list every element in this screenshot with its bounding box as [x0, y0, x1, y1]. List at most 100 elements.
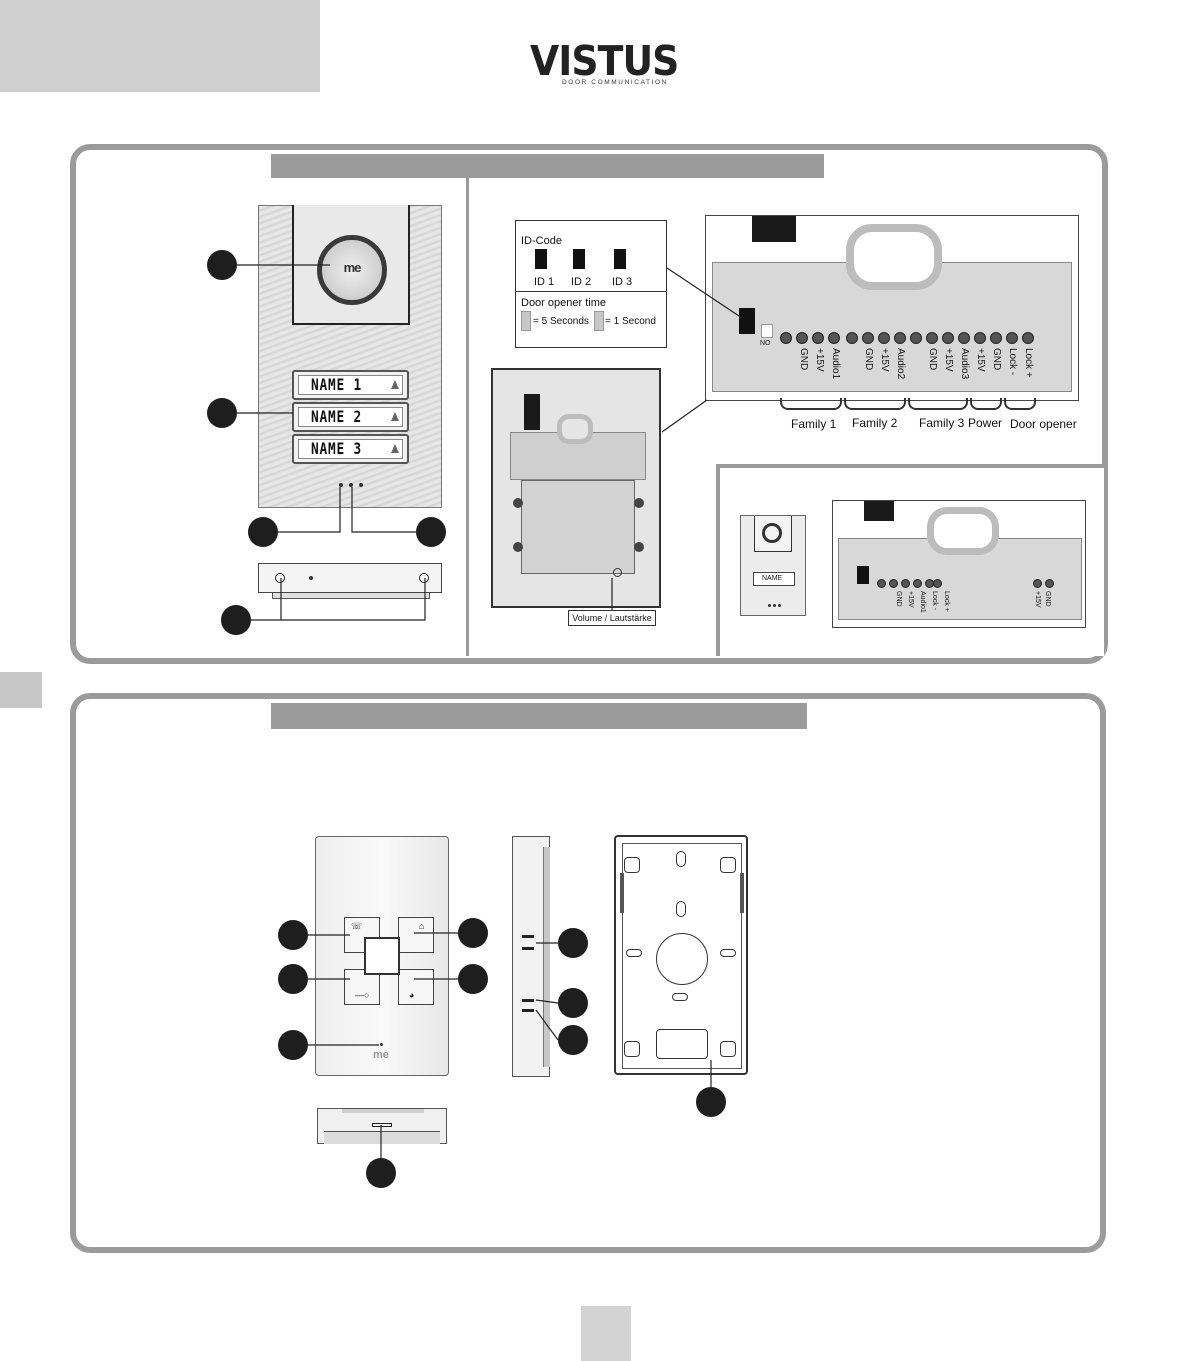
vistus-logo: VISTUS DOOR COMMUNICATION [530, 38, 679, 94]
terminal-screw [780, 332, 792, 344]
brace-family-2 [844, 398, 906, 410]
callout-mounting-plate [696, 1087, 726, 1117]
terminal-screw [862, 332, 874, 344]
terminal-opening [656, 1029, 708, 1059]
name-button-3[interactable]: NAME 3 [292, 434, 409, 464]
side-button-4[interactable] [522, 1009, 534, 1012]
bell-icon [391, 444, 399, 453]
terminal-board-detail: NO GND +15V Audio1 GND +15V Audio2 GND +… [705, 215, 1079, 401]
side-button-2[interactable] [522, 947, 534, 950]
terminal-screw [942, 332, 954, 344]
id-code-title: ID-Code [521, 235, 562, 247]
volume-knob-icon[interactable] [613, 568, 622, 577]
terminal-screw [990, 332, 1002, 344]
mount-slot-icon [720, 949, 736, 957]
screw-icon [513, 542, 523, 552]
microphone-slot [372, 1123, 392, 1127]
outdoor-back-plate [491, 368, 661, 608]
mini-terminal-board: GND +15V Audio1 Lock - Lock + GND +15V [832, 500, 1086, 628]
id-code-legend: ID-Code ID 1 ID 2 ID 3 Door opener time … [515, 220, 667, 348]
mini-led [778, 604, 781, 607]
plate-clip-right [740, 873, 744, 913]
panel1-title-bar [271, 154, 824, 178]
mini-name-button[interactable]: NAME [753, 572, 795, 586]
terminal-screw [974, 332, 986, 344]
group-family-1: Family 1 [791, 417, 837, 431]
bell-icon [391, 412, 399, 421]
mount-slot-icon [672, 993, 688, 1001]
screw-icon [419, 573, 429, 583]
id-3-label: ID 3 [612, 276, 633, 288]
callout-door-key [278, 964, 308, 994]
terminal-screw [901, 579, 910, 588]
terminal-screw [1045, 579, 1054, 588]
mini-led [773, 604, 776, 607]
indoor-brand-logo: me [373, 1049, 389, 1061]
light-key[interactable]: ◕ [398, 969, 434, 1005]
panel2-title-bar [271, 703, 807, 729]
switch-no-label: NO [760, 340, 771, 347]
mini-led [768, 604, 771, 607]
legend-divider [516, 291, 666, 292]
plate-electronics [521, 480, 635, 574]
name-button-1[interactable]: NAME 1 [292, 370, 409, 400]
camera-lens-icon [317, 235, 387, 305]
door-open-key[interactable]: —○ [344, 969, 380, 1005]
status-led-1 [339, 483, 343, 487]
mini-dip-switch[interactable] [857, 566, 869, 584]
side-button-1[interactable] [522, 935, 534, 938]
name-button-label: NAME 3 [311, 439, 363, 458]
group-power: Power [968, 416, 1003, 430]
bottom-top-edge [342, 1109, 424, 1113]
callout-led-right [416, 517, 446, 547]
terminal-screw [958, 332, 970, 344]
corner-header-tab [0, 0, 320, 92]
terminal-screw [910, 332, 922, 344]
terminal-screw [1006, 332, 1018, 344]
brace-family-1 [780, 398, 842, 410]
centre-key[interactable] [364, 937, 400, 975]
brace-family-3 [908, 398, 968, 410]
screw-icon [513, 498, 523, 508]
side-language-tab [0, 672, 42, 708]
side-edge [543, 847, 550, 1067]
dip-switch-icon [535, 249, 547, 269]
callout-side-2 [558, 988, 588, 1018]
group-family-2: Family 2 [852, 416, 898, 430]
logo-tagline: DOOR COMMUNICATION [562, 79, 668, 86]
mini-connector [864, 501, 894, 521]
status-led-3 [359, 483, 363, 487]
terminal-screw [894, 332, 906, 344]
terminal-screw [828, 332, 840, 344]
status-led-2 [349, 483, 353, 487]
screw-icon [275, 573, 285, 583]
home-icon: ⌂ [419, 921, 425, 931]
name-button-2[interactable]: NAME 2 [292, 402, 409, 432]
mount-hole-icon [624, 1041, 640, 1057]
camera-brand-logo: me [343, 260, 362, 275]
terminal-screw [889, 579, 898, 588]
mount-slot-icon [676, 851, 686, 867]
mini-camera-icon [762, 523, 782, 543]
mount-hole-icon [624, 857, 640, 873]
terminal-screw [926, 332, 938, 344]
terminal-screw [812, 332, 824, 344]
indoor-station-bottom-view [317, 1108, 447, 1144]
id-dip-switch[interactable] [739, 308, 755, 334]
callout-side-1 [558, 928, 588, 958]
screw-icon [634, 498, 644, 508]
door-time-switch[interactable] [761, 324, 773, 338]
bottom-base [324, 1131, 440, 1144]
indoor-station-front: ☏ ⌂ —○ ◕ me [315, 836, 449, 1076]
indoor-status-led [380, 1043, 383, 1046]
logo-word: VISTUS [530, 37, 679, 85]
indoor-mounting-plate [614, 835, 748, 1075]
callout-name-buttons [207, 398, 237, 428]
switch-5s-icon [521, 311, 531, 331]
callout-led [278, 1030, 308, 1060]
side-button-3[interactable] [522, 999, 534, 1002]
home-key[interactable]: ⌂ [398, 917, 434, 953]
mount-hole-icon [720, 857, 736, 873]
callout-microphone [366, 1158, 396, 1188]
cable-opening [846, 224, 942, 290]
